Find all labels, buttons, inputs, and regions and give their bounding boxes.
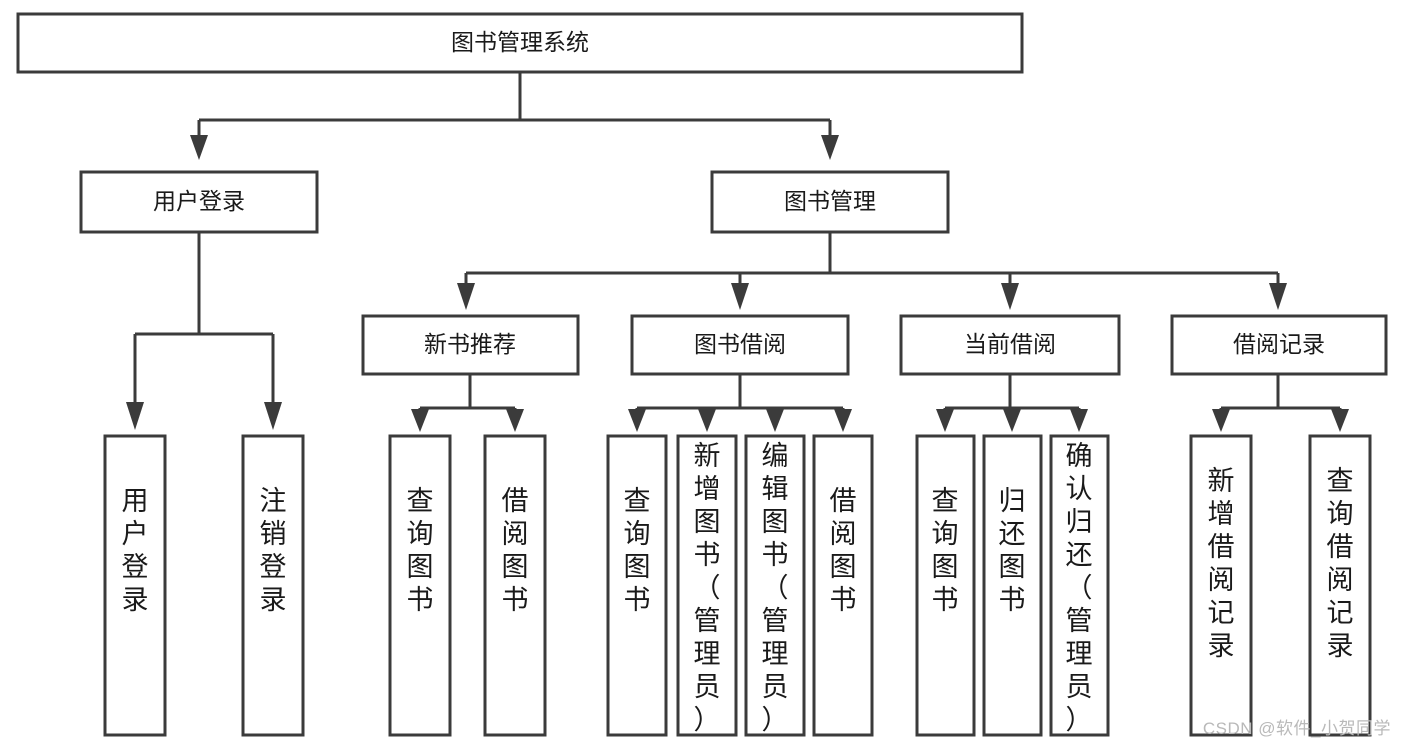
connector-group-book-management-to-level3 — [457, 232, 1287, 310]
connector-group-current-borrow-to-leaves — [936, 374, 1088, 432]
node-root[interactable]: 图书管理系统 — [16, 12, 1024, 74]
leaf-nodes-group: 用户登录 注销登录 查询图书 借阅图书 查询图书 新增图书（管理员） 编辑图书（… — [103, 434, 1372, 737]
leaf-return-book-box[interactable] — [982, 434, 1043, 737]
leaf-borrow-book-2-box[interactable] — [812, 434, 874, 737]
leaf-borrow-book-1-box[interactable] — [483, 434, 547, 737]
node-user-login-box[interactable] — [79, 170, 319, 234]
arrow-head-leaf-query-book-3 — [936, 409, 954, 432]
arrow-head-leaf-query-book-1 — [411, 409, 429, 432]
leaf-query-book-3-box[interactable] — [915, 434, 976, 737]
arrow-head-user-login — [190, 135, 208, 160]
connector-group-book-borrow-to-leaves — [628, 374, 852, 432]
arrow-head-leaf-logout — [264, 402, 282, 430]
arrow-head-leaf-borrow-book-1 — [506, 409, 524, 432]
arrow-head-leaf-add-record — [1212, 409, 1230, 432]
arrow-head-new-book-recommend — [457, 283, 475, 310]
leaf-query-book-2-box[interactable] — [606, 434, 668, 737]
connector-group-new-book-recommend-to-leaves — [411, 374, 524, 432]
leaf-add-book-label: 新增图书（管理员） — [694, 441, 721, 735]
node-new-book-recommend-box[interactable] — [361, 314, 580, 376]
node-current-borrow-box[interactable] — [899, 314, 1121, 376]
leaf-add-record-label: 新增借阅记录 — [1208, 466, 1235, 661]
leaf-add-record-box[interactable] — [1189, 434, 1253, 737]
leaf-query-book-3-label: 查询图书 — [932, 486, 959, 615]
node-current-borrow[interactable]: 当前借阅 — [899, 314, 1121, 376]
leaf-edit-book-label: 编辑图书（管理员） — [762, 441, 789, 735]
connector-group-root-to-level2 — [190, 72, 839, 160]
node-user-login-label: 用户登录 — [153, 188, 245, 214]
node-current-borrow-label: 当前借阅 — [964, 331, 1056, 357]
node-new-book-recommend-label: 新书推荐 — [424, 331, 516, 357]
leaf-borrow-book-1-label: 借阅图书 — [502, 486, 529, 615]
leaf-edit-book-box[interactable] — [744, 434, 806, 737]
arrow-head-book-borrow — [731, 283, 749, 310]
leaf-query-book-1-box[interactable] — [388, 434, 452, 737]
leaf-confirm-return-label: 确认归还（管理员） — [1066, 441, 1093, 735]
node-user-login[interactable]: 用户登录 — [79, 170, 319, 234]
node-book-management-box[interactable] — [710, 170, 950, 234]
arrow-head-leaf-user-login — [126, 402, 144, 430]
arrow-head-leaf-return-book — [1003, 409, 1021, 432]
leaf-logout-box[interactable] — [241, 434, 305, 737]
node-root-label: 图书管理系统 — [451, 29, 589, 55]
leaf-return-book-label: 归还图书 — [999, 486, 1026, 615]
node-borrow-record-box[interactable] — [1170, 314, 1388, 376]
node-new-book-recommend[interactable]: 新书推荐 — [361, 314, 580, 376]
arrow-head-book-management — [821, 135, 839, 160]
node-book-management-label: 图书管理 — [784, 188, 876, 214]
leaf-add-book-box[interactable] — [676, 434, 738, 737]
node-borrow-record-label: 借阅记录 — [1233, 331, 1325, 357]
leaf-query-record-label: 查询借阅记录 — [1327, 466, 1354, 661]
leaf-confirm-return-box[interactable] — [1049, 434, 1110, 737]
leaf-query-book-2-label: 查询图书 — [624, 486, 651, 615]
node-book-borrow-box[interactable] — [630, 314, 850, 376]
node-root-box[interactable] — [16, 12, 1024, 74]
arrow-head-leaf-edit-book — [766, 409, 784, 432]
arrow-head-borrow-record — [1269, 283, 1287, 310]
arrow-head-leaf-query-book-2 — [628, 409, 646, 432]
arrow-head-leaf-query-record — [1331, 409, 1349, 432]
leaf-query-record-box[interactable] — [1308, 434, 1372, 737]
node-borrow-record[interactable]: 借阅记录 — [1170, 314, 1388, 376]
arrow-head-leaf-add-book — [698, 409, 716, 432]
arrow-head-current-borrow — [1001, 283, 1019, 310]
node-book-borrow-label: 图书借阅 — [694, 331, 786, 357]
arrow-head-leaf-borrow-book-2 — [834, 409, 852, 432]
leaf-logout-label: 注销登录 — [260, 486, 287, 615]
leaf-user-login-label: 用户登录 — [122, 486, 149, 615]
leaf-borrow-book-2-label: 借阅图书 — [830, 486, 857, 615]
leaf-query-book-1-label: 查询图书 — [407, 486, 434, 615]
arrow-head-leaf-confirm-return — [1070, 409, 1088, 432]
connector-group-user-login-to-leaves — [126, 232, 282, 430]
node-book-management[interactable]: 图书管理 — [710, 170, 950, 234]
node-book-borrow[interactable]: 图书借阅 — [630, 314, 850, 376]
connector-group-borrow-record-to-leaves — [1212, 374, 1349, 432]
leaf-user-login-box[interactable] — [103, 434, 167, 737]
